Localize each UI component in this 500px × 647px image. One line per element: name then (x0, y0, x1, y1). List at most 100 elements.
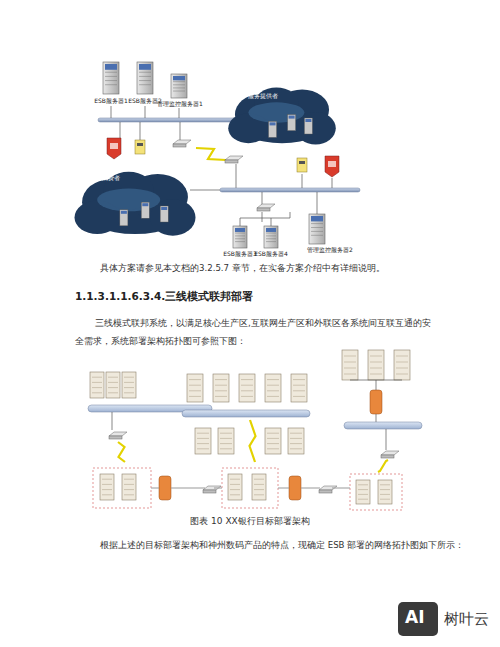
logo-box (398, 602, 438, 636)
network-bus (182, 410, 310, 417)
wire (140, 122, 141, 140)
wire (151, 488, 159, 489)
server-node: 管理监控服务器2 (307, 246, 353, 253)
server-icon (171, 74, 187, 98)
section-heading: 1.1.3.1.1.6.3.4.三线模式联邦部署 (75, 289, 253, 304)
wire (240, 218, 241, 226)
rack-server (239, 374, 255, 402)
wan-link (250, 420, 256, 462)
router-icon (319, 486, 337, 493)
wan-link (118, 442, 125, 462)
wire (317, 192, 318, 214)
figure-caption: 图表 10 XX银行目标部署架构 (190, 515, 310, 528)
router-icon (173, 140, 191, 147)
firewall-icon (107, 138, 121, 159)
server-icon (137, 62, 153, 94)
wire (262, 192, 263, 205)
wire (240, 218, 290, 219)
wire (180, 122, 181, 140)
wire (214, 488, 222, 489)
wire (236, 164, 237, 190)
wire (278, 488, 289, 489)
server-node: ESB服务器4 (254, 250, 288, 257)
rack-server (100, 474, 114, 500)
server-node: 管理监控服务器1 (157, 100, 203, 107)
cloud-label: 服务提供者 (248, 92, 278, 99)
rack-server (90, 372, 104, 398)
wire (271, 218, 272, 226)
wire (262, 212, 263, 222)
wire (179, 108, 180, 118)
rack-server (291, 374, 307, 402)
cloud-label: 服务消费者 (90, 174, 120, 181)
wire (332, 488, 350, 489)
router-icon (225, 156, 243, 163)
wire (290, 212, 291, 218)
rack-server (187, 374, 203, 402)
wire (120, 122, 121, 138)
cloud-shape (226, 84, 338, 152)
wire (386, 429, 387, 450)
router-icon (203, 486, 221, 493)
body-text: 三线模式联邦系统，以满足核心生产区,互联网生产区和外联区各系统间互联互通的安全需… (75, 314, 431, 350)
wire (171, 488, 205, 489)
server-icon (233, 226, 247, 248)
firewall-icon (325, 156, 339, 177)
rack-server (265, 374, 281, 402)
rack-server (195, 428, 211, 454)
wan-link (378, 460, 388, 472)
body-text: 具体方案请参见本文档的3.2.5.7 章节，在实备方案介绍中有详细说明。 (100, 262, 385, 274)
server-node: ESB服务器2 (128, 97, 162, 104)
wire (376, 414, 377, 422)
rack-server (218, 428, 234, 454)
rack-server (228, 474, 242, 500)
zone-box (350, 474, 402, 510)
server-icon (103, 62, 119, 94)
rack-server (106, 372, 120, 398)
rack-server (356, 480, 370, 504)
network-cloud: 服务消费者 (72, 168, 198, 244)
rack-server (265, 428, 281, 454)
wire (111, 106, 112, 118)
server-label: 管理监控服务器2 (307, 246, 353, 253)
network-bus (220, 188, 360, 192)
router-icon (257, 204, 275, 211)
rack-server (394, 350, 410, 380)
zone-box (93, 468, 151, 508)
security-device (297, 158, 307, 172)
server-label: ESB服务器1 (94, 97, 128, 104)
wire (302, 174, 303, 188)
firewall-icon (289, 476, 301, 500)
server-label: ESB服务器2 (128, 97, 162, 104)
wan-link (196, 148, 226, 160)
server-label: 管理监控服务器1 (157, 100, 203, 107)
server-node: ESB服务器3 (223, 250, 257, 257)
rack-server (368, 350, 384, 380)
rack-server (122, 474, 136, 500)
security-device (135, 140, 145, 154)
zone-box (222, 468, 278, 508)
network-cloud: 服务提供者 (226, 84, 338, 152)
watermark: 树叶云 (444, 609, 489, 630)
body-text: 根据上述的目标部署架构和神州数码产品的特点，现确定 ESB 部署的网络拓扑图如下… (100, 539, 464, 551)
wire (112, 412, 113, 430)
server-node: ESB服务器1 (94, 97, 128, 104)
rack-server (213, 374, 229, 402)
logo-mark: AI (405, 606, 424, 630)
router-icon (381, 451, 399, 458)
server-icon (264, 226, 278, 248)
firewall-icon (159, 476, 171, 500)
rack-server (378, 480, 392, 504)
rack-server (122, 372, 136, 398)
rack-server (252, 474, 266, 500)
wire (376, 380, 377, 390)
wire (332, 178, 333, 188)
server-label: ESB服务器3 (223, 250, 257, 257)
server-label: ESB服务器4 (254, 250, 288, 257)
network-bus (344, 422, 422, 429)
router-icon (109, 432, 127, 439)
wire (190, 190, 220, 191)
rack-server (342, 350, 358, 380)
rack-server (288, 428, 304, 454)
wire (145, 106, 146, 118)
